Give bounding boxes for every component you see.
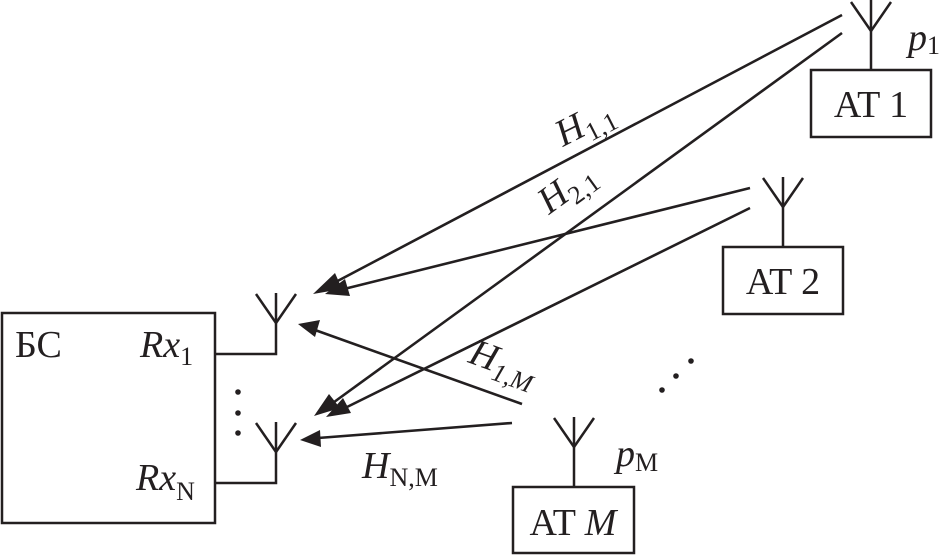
terminal-ellipsis-dots — [659, 358, 694, 393]
terminal-atm: AT M pM — [511, 417, 658, 555]
rx1-label: Rx1 — [139, 324, 193, 371]
base-station: БС Rx1 RxN — [0, 311, 217, 525]
arrowhead-icon — [314, 394, 340, 416]
rx1-antenna-icon — [254, 293, 298, 324]
atm-power-label: pM — [613, 433, 658, 477]
rx1-antenna-group — [215, 293, 298, 356]
atm-box — [511, 485, 636, 555]
at1-power-label: p1 — [905, 17, 940, 60]
channel-label-h21: H2,1 — [529, 153, 606, 227]
channel-links — [298, 13, 843, 447]
at1-label: AT 1 — [834, 84, 908, 126]
channel-label-hnm: HN,M — [361, 445, 438, 492]
link-atm-rxn — [300, 421, 513, 447]
rx1-feed-line — [215, 323, 278, 356]
link-at2-rxn — [326, 206, 751, 417]
at1-box — [809, 68, 933, 139]
at2-antenna-icon — [761, 177, 805, 247]
channel-label-h1m: H1,M — [461, 331, 544, 399]
rxn-antenna-group — [215, 422, 298, 485]
arrowhead-icon — [300, 430, 321, 447]
at2-label: AT 2 — [746, 261, 820, 303]
link-at1-rxn — [314, 31, 843, 416]
terminal-at1: AT 1 p1 — [809, 0, 940, 139]
rxn-label: RxN — [135, 457, 195, 506]
terminal-at2: AT 2 — [721, 177, 845, 316]
arrowhead-icon — [326, 398, 351, 417]
rx-ellipsis-dots — [235, 389, 241, 436]
link-at1-rx1 — [313, 13, 843, 294]
at1-antenna-icon — [849, 0, 893, 70]
base-station-label: БС — [15, 324, 62, 366]
link-at2-rx1 — [325, 186, 751, 296]
arrowhead-icon — [298, 320, 320, 337]
at2-box — [721, 245, 845, 316]
link-atm-rx1 — [298, 320, 523, 406]
atm-antenna-icon — [552, 417, 596, 487]
rxn-feed-line — [215, 452, 278, 485]
rxn-antenna-icon — [254, 422, 298, 453]
atm-label: AT M — [530, 502, 619, 544]
arrowhead-icon — [325, 279, 350, 296]
base-station-box — [0, 311, 217, 525]
